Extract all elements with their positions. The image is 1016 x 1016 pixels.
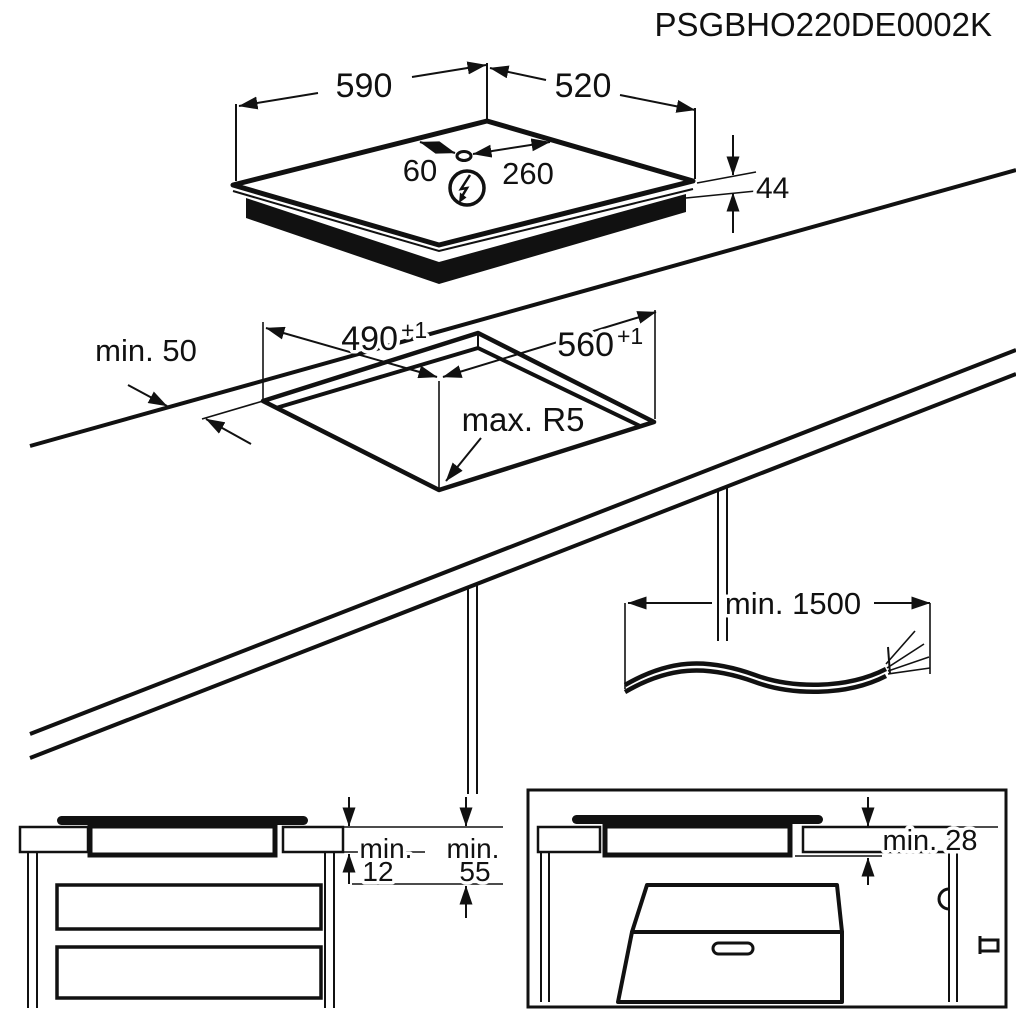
dim-min-word: min. xyxy=(360,833,413,864)
hob-glass-profile xyxy=(572,815,823,824)
power-connection-icon xyxy=(448,169,486,207)
dim-line-cutout-width xyxy=(265,326,438,379)
extension-line xyxy=(685,190,757,199)
dim-arrow xyxy=(127,384,168,407)
dim-oven-clearance: min. 28 xyxy=(882,825,977,857)
dim-hob-depth: 520 xyxy=(555,67,612,105)
dim-line-hob-width xyxy=(238,92,319,110)
dim-cutout-width: 490 xyxy=(341,320,398,358)
hob-body-profile xyxy=(602,823,793,858)
hob-base-body xyxy=(246,194,686,284)
cable-wire xyxy=(885,630,916,665)
dim-cutout-width-tolerance: +1 xyxy=(401,317,427,343)
hob-3d-view: 590 520 60 260 44 xyxy=(230,61,793,284)
extension-line xyxy=(201,400,264,420)
dim-edge-clearance: min. 50 xyxy=(95,333,197,368)
side-fitting-box xyxy=(978,938,1000,953)
dim-hob-width: 590 xyxy=(336,67,393,105)
oven-handle xyxy=(711,941,755,956)
dim-arrow xyxy=(205,418,252,445)
dim-corner-radius: max. R5 xyxy=(462,401,585,438)
dim-line-hob-depth xyxy=(619,94,696,113)
dim-arrow xyxy=(445,437,482,482)
lightning-bolt-tip xyxy=(459,192,467,203)
worktop-front-top-edge xyxy=(29,348,1016,736)
product-code: PSGBHO220DE0002K xyxy=(654,6,992,43)
worktop-front-bottom-edge xyxy=(29,372,1016,760)
cable-gland-oval xyxy=(455,150,473,162)
drawer-front xyxy=(55,945,323,1000)
oven-front xyxy=(616,930,844,1004)
dim-line-cutout-depth xyxy=(442,311,657,378)
hob-body-profile xyxy=(87,823,278,858)
dim-line-cable-offset xyxy=(419,141,456,154)
drawer-front xyxy=(55,883,323,931)
dim-cable-length: min. 1500 xyxy=(725,586,861,621)
dim-drawer-depth-clearance: 55 xyxy=(459,856,490,887)
worktop-cutout-view: 490 +1 560 +1 min. 50 max. R5 xyxy=(29,168,1016,794)
dim-line-cable-offset-2 xyxy=(472,138,551,158)
lightning-bolt-icon xyxy=(458,174,472,199)
worktop-right xyxy=(801,825,952,854)
dim-cutout-depth: 560 xyxy=(557,326,614,364)
dim-min-word: min. xyxy=(447,833,500,864)
dim-cable-to-back: 60 xyxy=(403,153,437,188)
power-icon-circle xyxy=(448,169,486,207)
worktop-left xyxy=(536,825,602,854)
extension-line xyxy=(696,171,757,184)
dim-hob-height: 44 xyxy=(756,172,789,205)
worktop-back-edge xyxy=(29,168,1016,448)
cable-wire xyxy=(886,643,925,669)
dim-line-hob-width xyxy=(411,61,487,78)
cable-wire xyxy=(887,667,931,675)
power-cable: min. 1500 xyxy=(623,583,931,694)
cable-curve-top xyxy=(623,661,888,687)
dim-cable-to-side: 260 xyxy=(502,156,554,191)
dim-line-hob-depth xyxy=(489,65,547,81)
cable-curve-bottom xyxy=(623,668,888,694)
hob-glass-top xyxy=(230,118,696,248)
dim-drawer-clearance: 12 xyxy=(362,856,393,887)
drawer-clearance-view: min. 12 min. 55 xyxy=(18,797,503,1008)
cable-wire xyxy=(887,656,930,672)
dim-cutout-depth-tolerance: +1 xyxy=(617,323,643,349)
hob-glass-edge xyxy=(232,188,694,253)
worktop-right xyxy=(281,825,345,854)
oven-clearance-view: min. 28 xyxy=(526,788,1008,1009)
oven-side-knob xyxy=(937,887,950,911)
hob-glass-profile xyxy=(57,816,308,825)
figure-frame xyxy=(526,788,1008,1009)
